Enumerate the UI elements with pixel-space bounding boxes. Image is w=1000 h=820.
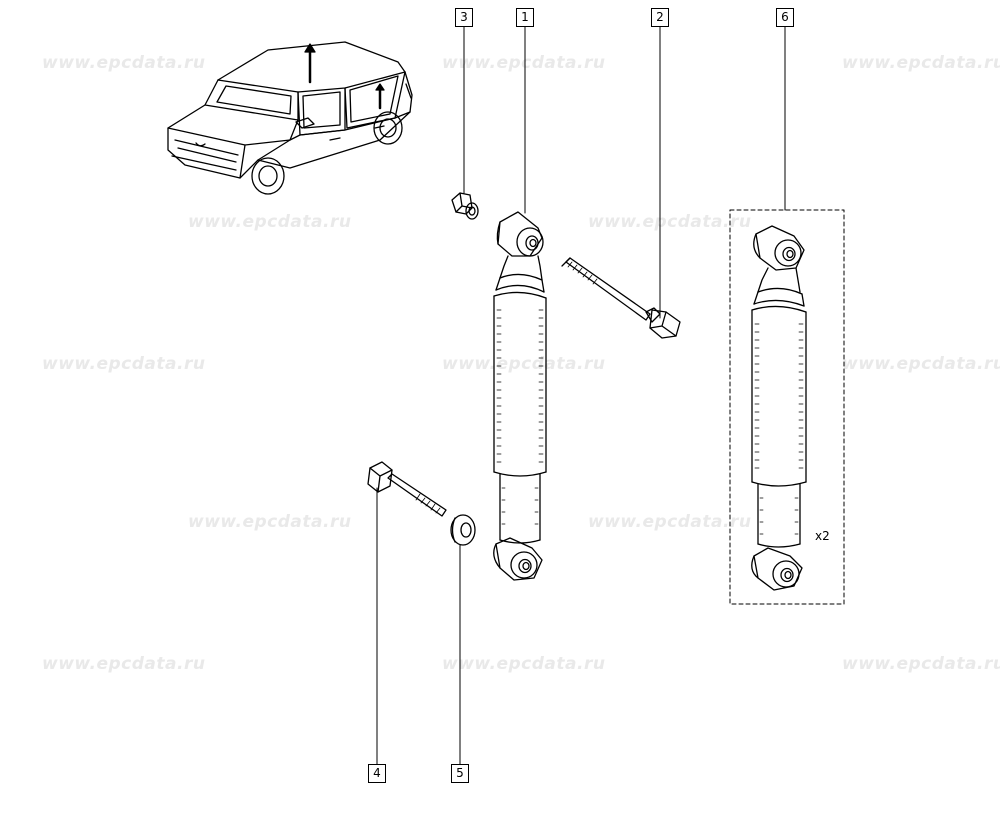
callout-upper-bolt: 2 [651, 8, 669, 27]
watermark: www.epcdata.ru [42, 654, 206, 674]
watermark: www.epcdata.ru [842, 654, 1000, 674]
nut-part [451, 192, 479, 220]
callout-kit: 6 [776, 8, 794, 27]
shock-absorber-kit [729, 209, 845, 605]
washer-part [450, 514, 476, 546]
watermark: www.epcdata.ru [442, 654, 606, 674]
watermark: www.epcdata.ru [188, 212, 352, 232]
leader-lines [376, 24, 786, 766]
watermark: www.epcdata.ru [442, 354, 606, 374]
vehicle-locator-illustration [167, 41, 413, 195]
callout-washer: 5 [451, 764, 469, 783]
watermark: www.epcdata.ru [188, 512, 352, 532]
watermark: www.epcdata.ru [442, 53, 606, 73]
callout-lower-bolt: 4 [368, 764, 386, 783]
watermark: www.epcdata.ru [588, 212, 752, 232]
watermark: www.epcdata.ru [842, 53, 1000, 73]
callout-shock-absorber: 1 [516, 8, 534, 27]
callout-nut: 3 [455, 8, 473, 27]
shock-absorber-part [493, 211, 547, 581]
lower-bolt-part [367, 461, 447, 517]
upper-bolt-part [561, 257, 681, 339]
watermark: www.epcdata.ru [842, 354, 1000, 374]
watermark: www.epcdata.ru [42, 53, 206, 73]
watermark: www.epcdata.ru [588, 512, 752, 532]
watermark: www.epcdata.ru [42, 354, 206, 374]
kit-quantity-label: x2 [815, 529, 830, 543]
